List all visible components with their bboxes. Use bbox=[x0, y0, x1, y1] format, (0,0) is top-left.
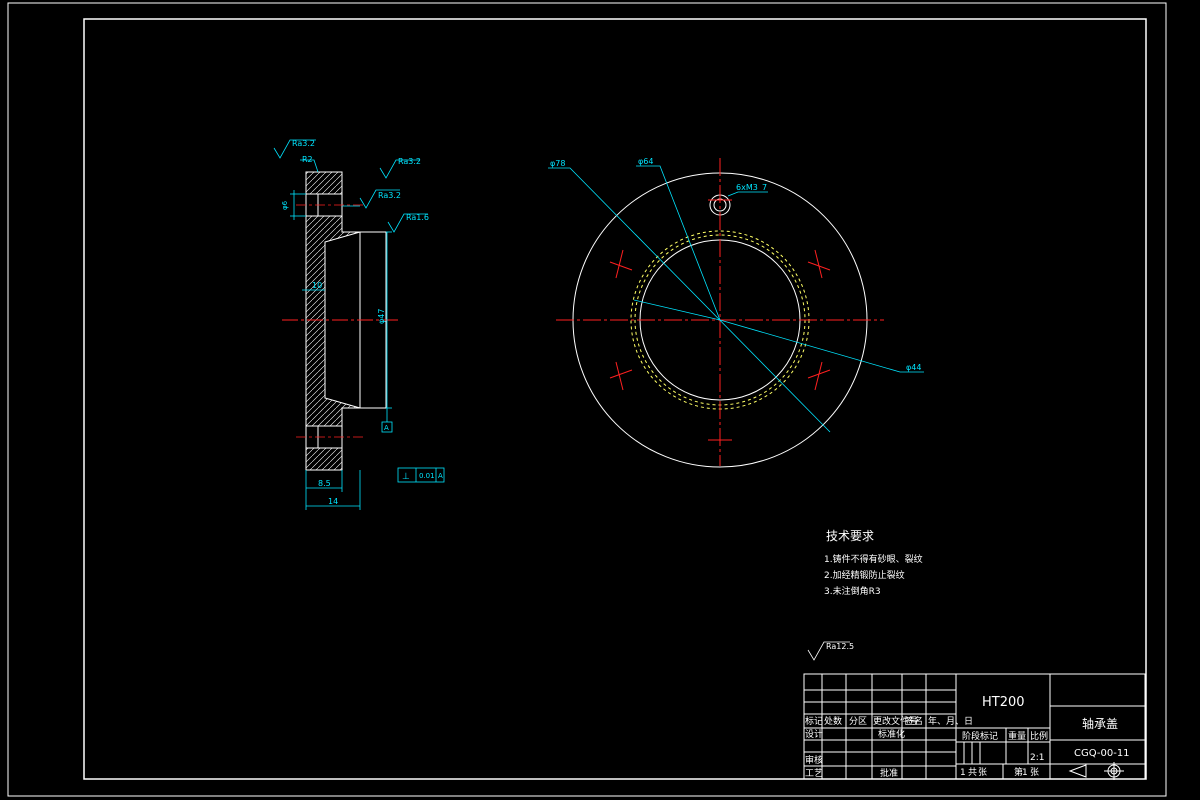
tech-req-item-3: 3.未注倒角R3 bbox=[824, 585, 881, 597]
dim-phi44: φ44 bbox=[906, 363, 921, 372]
tolerance-value: 0.01 bbox=[419, 472, 435, 480]
part-name: 轴承盖 bbox=[1082, 716, 1118, 731]
label-zone: 分区 bbox=[849, 716, 867, 727]
label-sheets-unit-2: 张 bbox=[1030, 767, 1039, 778]
roughness-label-1: Ra3.2 bbox=[292, 139, 315, 148]
sheet-number: 1 bbox=[1022, 768, 1028, 778]
drawing-number: CGQ-00-11 bbox=[1074, 748, 1130, 759]
label-process: 工艺 bbox=[805, 768, 823, 779]
label-design: 设计 bbox=[805, 728, 823, 740]
label-sheets-unit-1: 张 bbox=[978, 767, 987, 778]
outer-border bbox=[7, 2, 1167, 797]
label-weight: 重量 bbox=[1008, 730, 1026, 742]
dim-r2: R2 bbox=[302, 155, 313, 164]
label-total-sheets: 共 bbox=[968, 767, 977, 778]
label-change-doc: 更改文件号 bbox=[873, 715, 918, 727]
title-block bbox=[803, 673, 1146, 780]
dim-10: 10 bbox=[312, 281, 322, 290]
dim-phi6: φ6 bbox=[281, 200, 289, 210]
label-approve: 批准 bbox=[880, 767, 898, 779]
dim-phi47: φ47 bbox=[377, 309, 386, 324]
general-roughness bbox=[807, 641, 850, 661]
roughness-label-4: Ra1.6 bbox=[406, 213, 429, 222]
dim-hole: 6xM3 bbox=[736, 183, 758, 192]
datum-a: A bbox=[384, 424, 389, 432]
tolerance-datum: A bbox=[438, 472, 443, 480]
section-view: Ra3.2 Ra3.2 Ra3.2 Ra1.6 R2 φ6 10 φ47 8.5… bbox=[273, 139, 445, 510]
projection-symbol-icon bbox=[1068, 762, 1124, 780]
label-stage-mark: 阶段标记 bbox=[962, 730, 998, 742]
label-date: 年、月、日 bbox=[928, 715, 973, 727]
plan-view: φ78 φ64 6xM3 7 φ44 bbox=[548, 157, 924, 468]
inner-border bbox=[83, 18, 1147, 780]
label-sheet-no: 第 bbox=[1014, 766, 1023, 778]
technical-requirements: 技术要求 1.铸件不得有砂眼、裂纹 2.加经精锻防止裂纹 3.未注倒角R3 bbox=[824, 529, 923, 597]
dim-phi78: φ78 bbox=[550, 159, 565, 168]
label-review: 审核 bbox=[805, 754, 823, 766]
label-scale: 比例 bbox=[1030, 730, 1048, 742]
dim-14: 14 bbox=[328, 497, 338, 506]
label-mark: 标记 bbox=[805, 715, 823, 727]
section-hatch bbox=[305, 171, 361, 471]
material: HT200 bbox=[982, 695, 1025, 710]
tech-req-item-1: 1.铸件不得有砂眼、裂纹 bbox=[824, 553, 923, 565]
total-sheets-count: 1 bbox=[960, 768, 966, 778]
tech-req-item-2: 2.加经精锻防止裂纹 bbox=[824, 569, 905, 581]
label-count: 处数 bbox=[824, 715, 842, 727]
label-sign: 签名 bbox=[905, 715, 923, 727]
scale-value: 2:1 bbox=[1030, 753, 1044, 763]
tech-req-title: 技术要求 bbox=[826, 529, 874, 543]
dim-phi64: φ64 bbox=[638, 157, 653, 166]
roughness-label-3: Ra3.2 bbox=[378, 191, 401, 200]
dim-8-5: 8.5 bbox=[318, 479, 331, 488]
general-roughness-label: Ra12.5 bbox=[826, 642, 854, 651]
roughness-label-2: Ra3.2 bbox=[398, 157, 421, 166]
tolerance-symbol: ⊥ bbox=[402, 472, 410, 482]
label-standardize: 标准化 bbox=[878, 728, 905, 740]
dim-hole-depth: 7 bbox=[762, 183, 767, 192]
